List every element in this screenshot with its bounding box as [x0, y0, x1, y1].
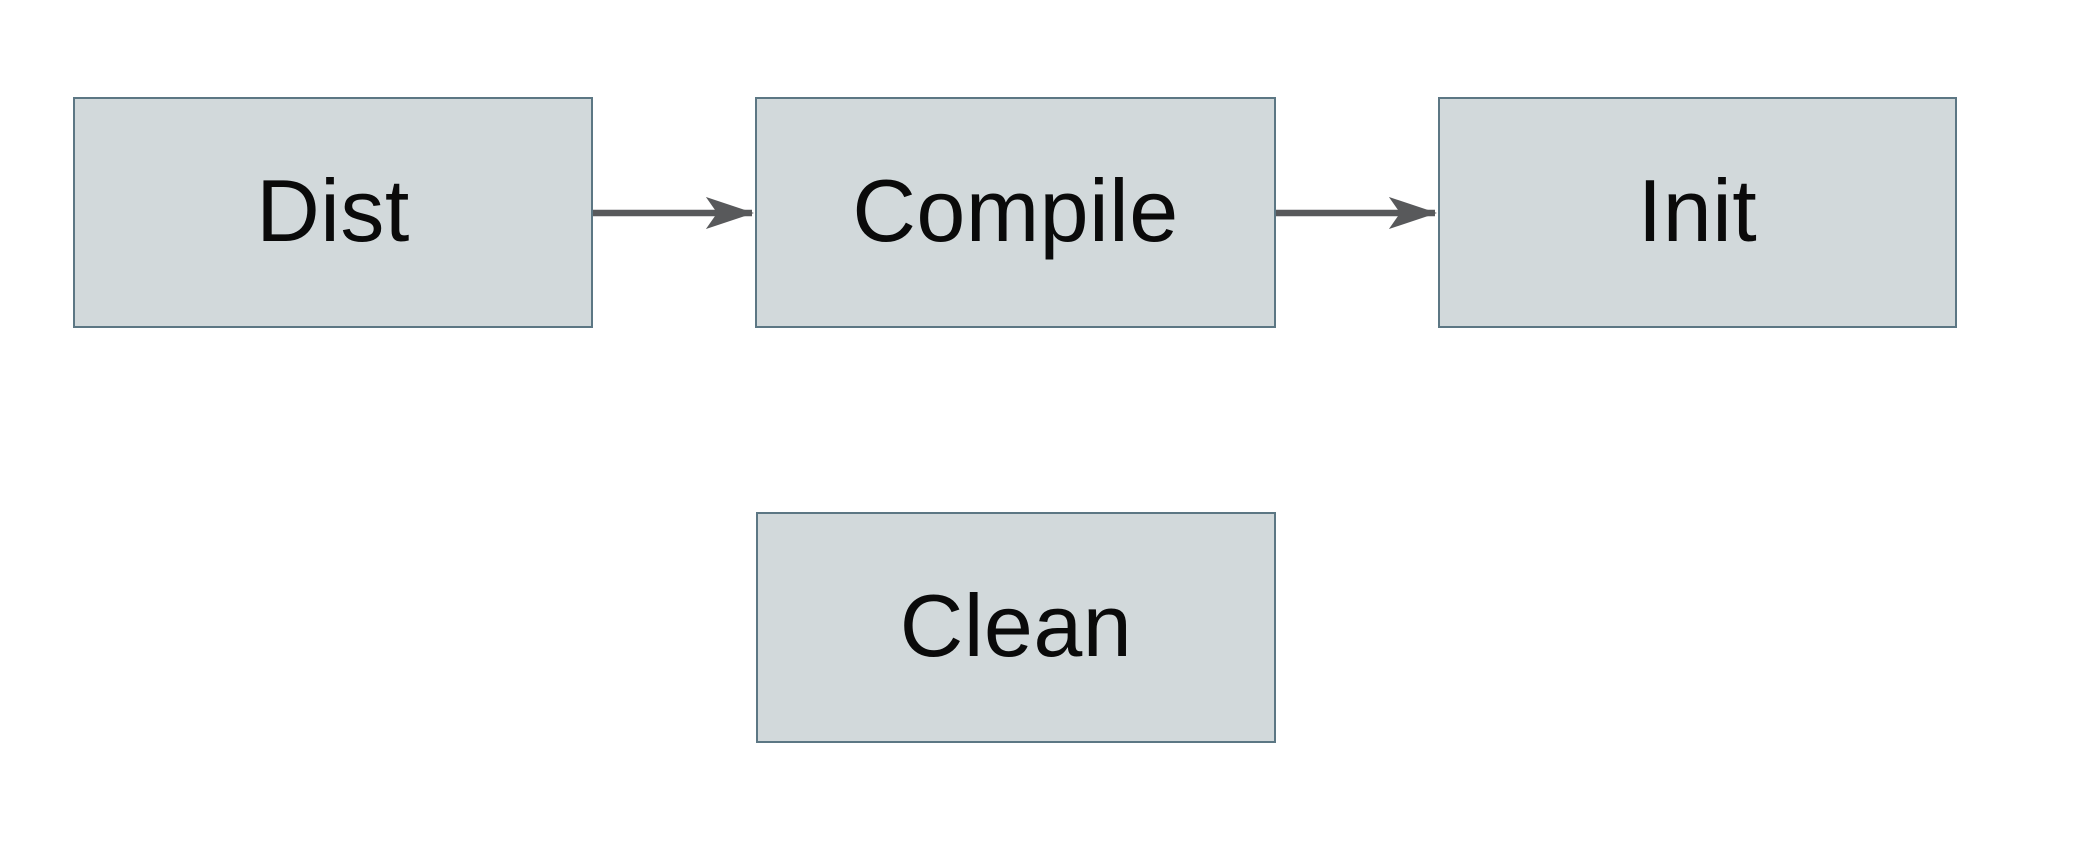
node-dist-label: Dist: [256, 160, 410, 260]
node-clean-label: Clean: [899, 575, 1133, 675]
node-clean: Clean: [756, 512, 1276, 743]
node-compile-label: Compile: [852, 160, 1179, 260]
node-init-label: Init: [1637, 160, 1758, 260]
node-init: Init: [1438, 97, 1957, 328]
node-compile: Compile: [755, 97, 1276, 328]
node-dist: Dist: [73, 97, 593, 328]
